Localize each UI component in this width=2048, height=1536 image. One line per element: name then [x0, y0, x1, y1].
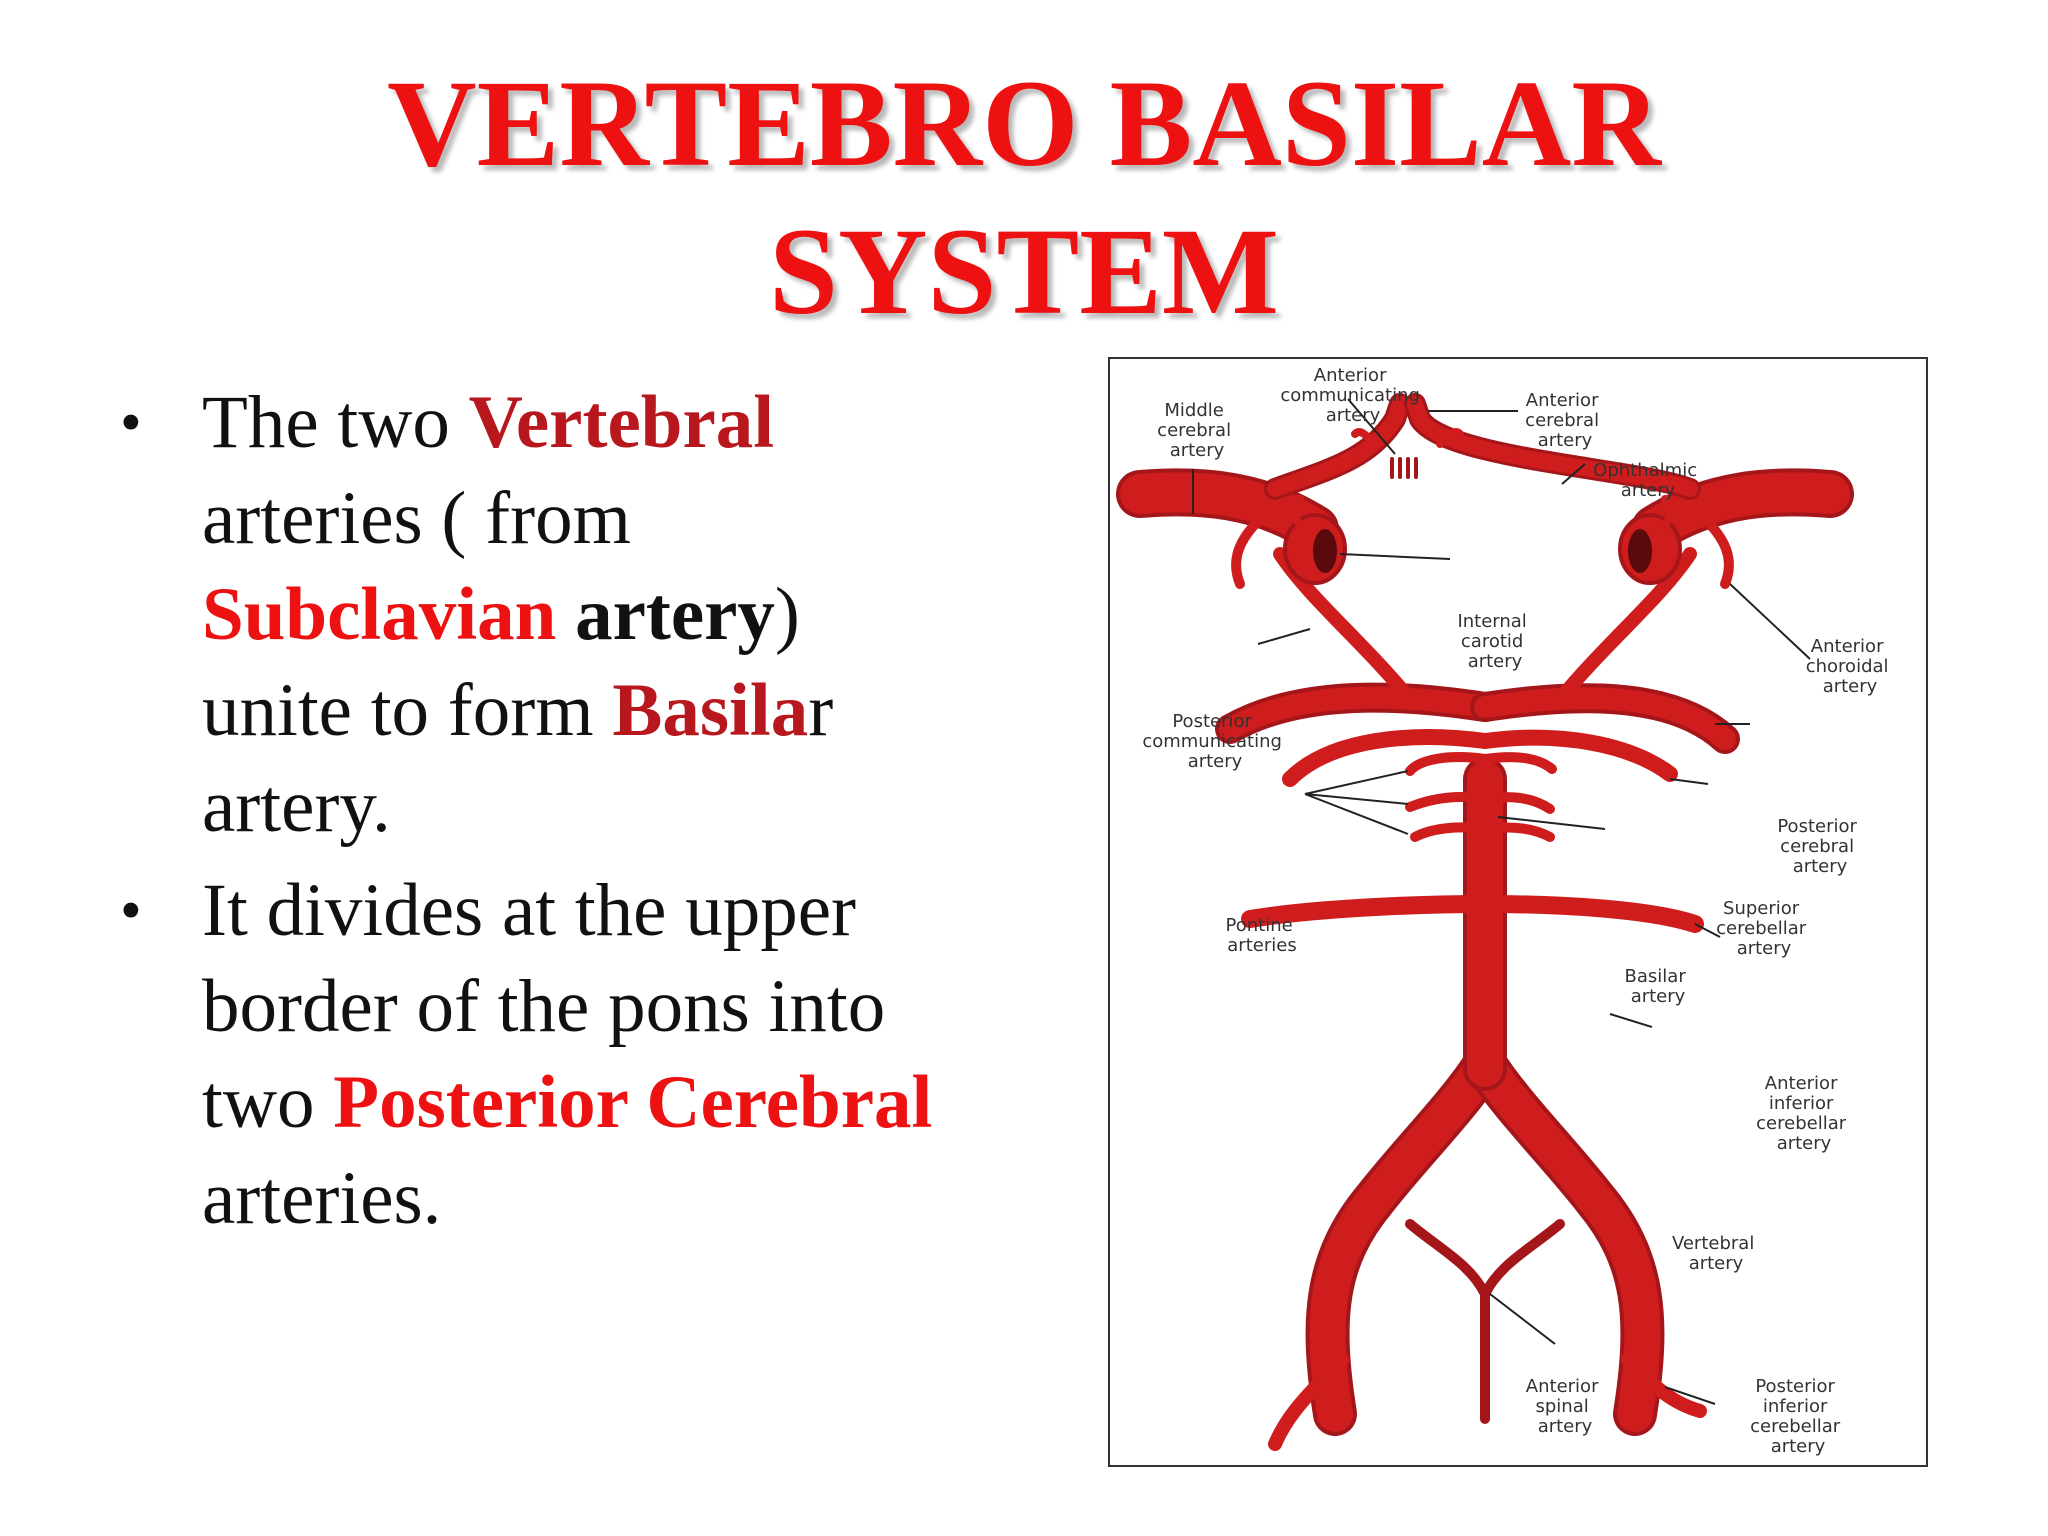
right-sca: [1477, 729, 1678, 782]
left-aica: [1241, 895, 1494, 928]
bullet-2-line-1: It divides at the upper: [202, 863, 1018, 959]
right-vertebral-artery-fill: [1467, 1046, 1661, 1432]
pontine-branch: [1410, 822, 1490, 842]
label-posterior-cerebral-artery: Posterior cerebral artery: [1777, 816, 1862, 877]
left-pica: [1268, 1352, 1349, 1451]
text: arteries ( from: [202, 477, 631, 560]
text: ): [774, 573, 800, 656]
pontine-branch: [1480, 752, 1557, 774]
leader-vertebral: [1609, 1013, 1653, 1028]
leader-pcom: [1257, 628, 1311, 645]
right-pica: [1621, 1352, 1707, 1418]
diagram-labels: Anterior communicating artery Middle cer…: [1142, 365, 1895, 1457]
pontine-branch: [1405, 792, 1490, 812]
label-ophthalmic-artery: Ophthalmic artery: [1593, 460, 1703, 501]
bullet-2-line-2: border of the pons into: [202, 959, 1018, 1055]
right-aca-fill: [1407, 396, 1698, 497]
right-posterior-communicating-artery: [1553, 547, 1697, 706]
left-ica-lumen: [1313, 529, 1337, 573]
leader-acom: [1347, 398, 1396, 455]
title-line-1: VERTEBRO BASILAR: [387, 55, 1661, 192]
leader-lines: [1192, 398, 1811, 1405]
right-ophthalmic-artery: [1661, 495, 1681, 528]
label-anterior-choroidal-artery: Anterior choroidal artery: [1806, 636, 1895, 697]
text: unite to form: [202, 669, 613, 752]
left-sca: [1282, 729, 1493, 787]
bullet-1-line-4: unite to form Basilar: [202, 663, 1018, 759]
label-superior-cerebellar-artery: Superior cerebellar artery: [1716, 898, 1812, 959]
label-anterior-inferior-cerebellar-artery: Anterior inferior cerebellar artery: [1756, 1073, 1852, 1154]
label-internal-carotid-artery: Internal carotid artery: [1457, 611, 1532, 672]
pontine-branch: [1480, 792, 1555, 814]
bullet-dot: •: [120, 877, 142, 945]
text: two: [202, 1061, 334, 1144]
label-vertebral-artery: Vertebral artery: [1672, 1233, 1760, 1274]
label-posterior-communicating-artery: Posterior communicating artery: [1142, 711, 1287, 772]
bullet-list: • The two Vertebral arteries ( from Subc…: [118, 375, 1018, 1247]
label-pontine-arteries: Pontine arteries: [1226, 915, 1299, 956]
artery-term: artery: [556, 573, 775, 656]
bullet-1-line-5: artery.: [202, 759, 1018, 855]
bullet-1-line-1: The two Vertebral: [202, 375, 1018, 471]
label-anterior-communicating-artery: Anterior communicating artery: [1280, 365, 1425, 426]
right-mca-fill: [1635, 472, 1850, 549]
leader-pontine: [1304, 770, 1409, 835]
label-middle-cerebral-artery: Middle cerebral artery: [1157, 400, 1237, 461]
artery-shapes: [1116, 393, 1854, 1451]
leader-basilar: [1497, 816, 1606, 830]
text: arteries.: [202, 1157, 442, 1240]
right-aca-branch: [1436, 428, 1464, 448]
right-aica: [1476, 895, 1704, 933]
leader-sca: [1669, 778, 1709, 785]
left-vertebral-artery-fill: [1309, 1046, 1503, 1432]
anterior-communicating-artery: [1390, 457, 1418, 479]
text: It divides at the upper: [202, 869, 856, 952]
artery-diagram-svg: Anterior communicating artery Middle cer…: [1116, 365, 1895, 1457]
label-posterior-inferior-cerebellar-artery: Posterior inferior cerebellar artery: [1750, 1376, 1846, 1457]
right-anterior-choroidal-artery: [1700, 514, 1734, 589]
bullet-1: • The two Vertebral arteries ( from Subc…: [118, 375, 1018, 855]
vertebral-term: Vertebral: [468, 381, 775, 464]
leader-pica: [1664, 1386, 1716, 1405]
leader-ophthalmic: [1561, 463, 1586, 485]
bullet-1-line-2: arteries ( from: [202, 471, 1018, 567]
bullet-2-line-4: arteries.: [202, 1151, 1018, 1247]
left-aca-fill: [1267, 396, 1408, 497]
artery-diagram: Anterior communicating artery Middle cer…: [1108, 357, 1928, 1467]
anterior-spinal-artery: [1405, 1219, 1565, 1424]
leader-achor: [1729, 583, 1811, 660]
text: The two: [202, 381, 469, 464]
label-anterior-cerebral-artery: Anterior cerebral artery: [1525, 390, 1605, 451]
leader-ica: [1339, 553, 1451, 560]
left-aca-branch: [1351, 428, 1379, 448]
left-anterior-choroidal-artery: [1231, 514, 1265, 589]
text: r: [808, 669, 834, 752]
bullet-2-line-3: two Posterior Cerebral: [202, 1055, 1018, 1151]
text: border of the pons into: [202, 965, 886, 1048]
pontine-branch: [1480, 822, 1555, 842]
leader-aica: [1694, 923, 1721, 938]
bullet-2: • It divides at the upper border of the …: [118, 863, 1018, 1247]
label-anterior-spinal-artery: Anterior spinal artery: [1526, 1376, 1604, 1437]
left-pca-fill: [1219, 686, 1496, 740]
left-ophthalmic-artery: [1284, 495, 1304, 528]
basilar-term: Basila: [612, 669, 809, 752]
subclavian-term: Subclavian: [202, 573, 557, 656]
text: artery.: [202, 765, 391, 848]
right-pca-fill: [1474, 687, 1736, 750]
posterior-cerebral-term: Posterior Cerebral: [333, 1061, 933, 1144]
pontine-branch: [1405, 752, 1490, 776]
leader-anterior-spinal: [1489, 1293, 1556, 1345]
bullet-dot: •: [120, 389, 142, 457]
label-basilar-artery: Basilar artery: [1625, 966, 1692, 1007]
title-line-2: SYSTEM: [769, 203, 1279, 340]
bullet-1-line-3: Subclavian artery): [202, 567, 1018, 663]
slide-title: VERTEBRO BASILAR SYSTEM: [0, 50, 2048, 346]
right-ica-lumen: [1628, 529, 1652, 573]
